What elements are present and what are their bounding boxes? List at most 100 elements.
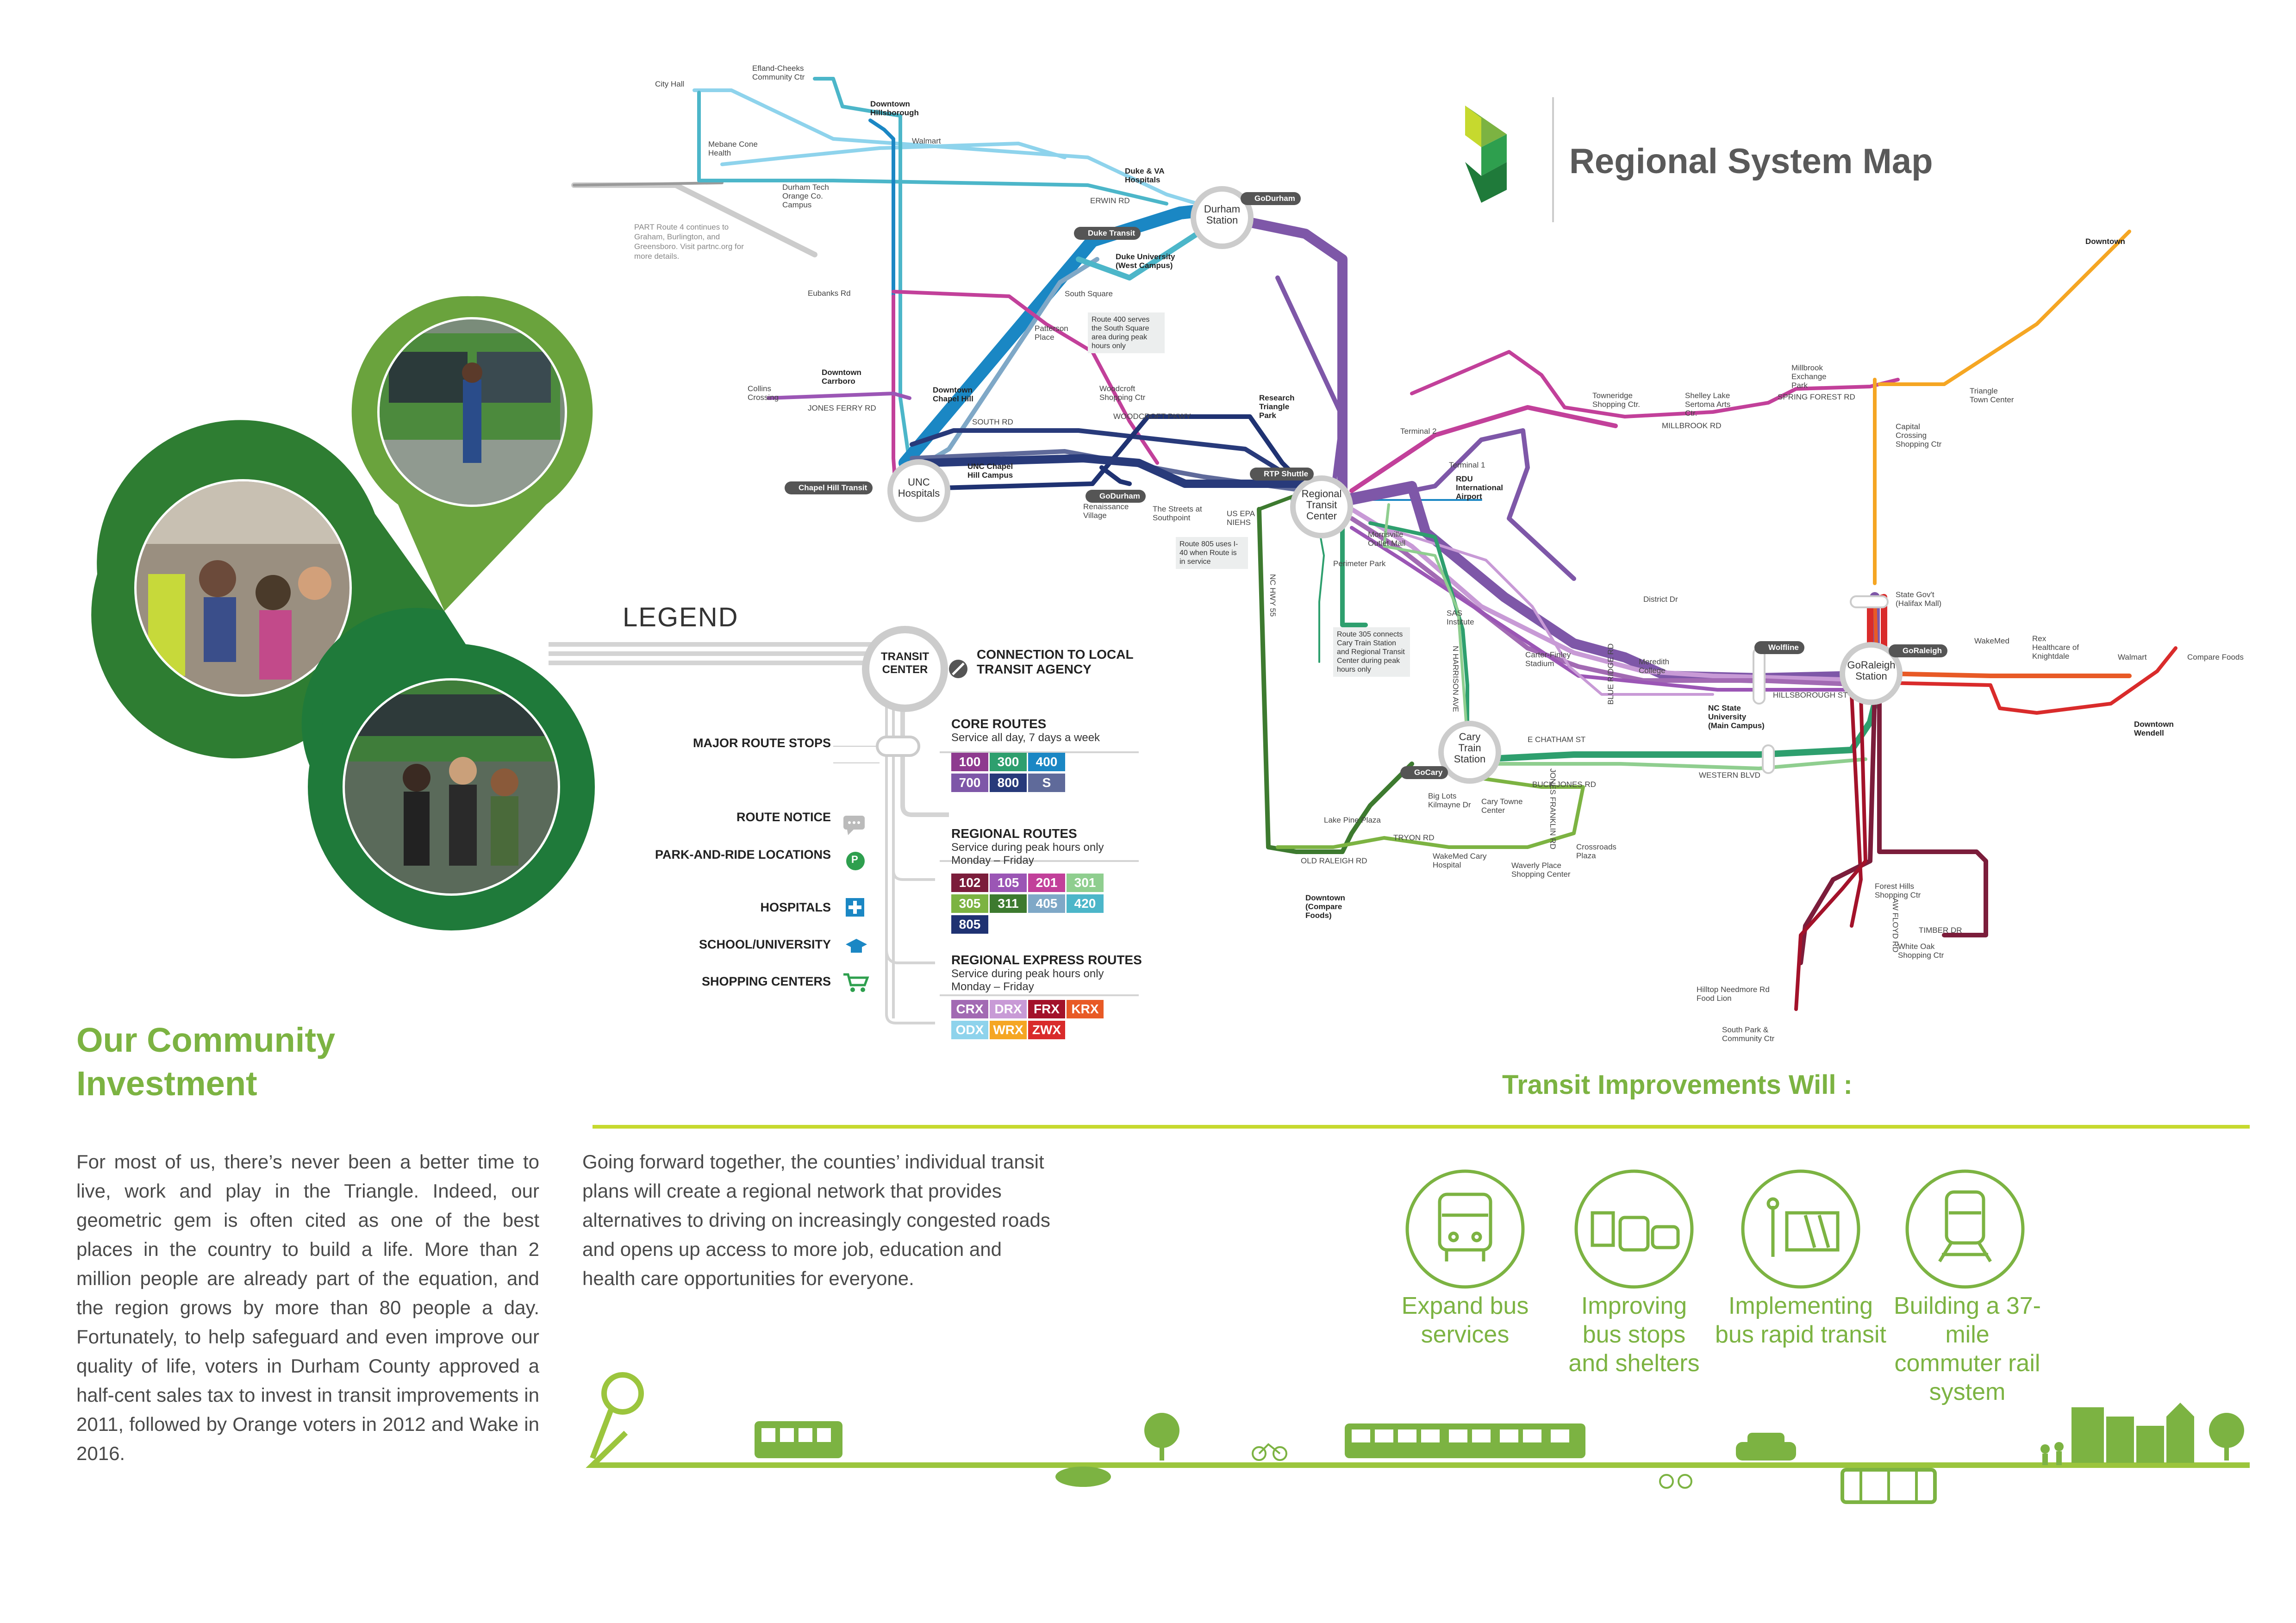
legend-park-ride-label: PARK-AND-RIDE LOCATIONS — [655, 848, 831, 861]
route-badge-odx: ODX — [951, 1021, 988, 1039]
agency-chapel-hill-transit: Chapel Hill Transit — [785, 481, 873, 494]
map-label: Downtown Hillsborough — [870, 100, 919, 117]
improvement-expand-bus: Expand bus services — [1401, 1292, 1529, 1348]
agency-wolfline: Wolfline — [1754, 641, 1804, 654]
cary-train-station-label: Cary Train Station — [1454, 731, 1486, 765]
legend-express-routes: REGIONAL EXPRESS ROUTES Service during p… — [951, 953, 1146, 1042]
map-label: Duke University (West Campus) — [1116, 252, 1175, 270]
map-label: Meredith College — [1639, 657, 1670, 675]
agency-goraleigh: GoRaleigh — [1889, 644, 1948, 657]
map-label: ERWIN RD — [1090, 196, 1130, 205]
route-badge-700: 700 — [951, 774, 988, 792]
legend-connection-label: CONNECTION TO LOCAL TRANSIT AGENCY — [977, 647, 1134, 676]
map-label: State Gov't (Halifax Mall) — [1896, 590, 1942, 608]
route-badge-805: 805 — [951, 915, 988, 934]
map-label: BLUE RIDGE RD — [1606, 643, 1615, 705]
regional-routes-title: REGIONAL ROUTES — [951, 826, 1077, 841]
improvement-icons — [1405, 1169, 2025, 1289]
community-paragraph-2: Going forward together, the counties’ in… — [582, 1151, 1050, 1289]
map-label: Collins Crossing — [748, 384, 779, 402]
express-routes-title: REGIONAL EXPRESS ROUTES — [951, 953, 1142, 967]
regional-routes-sub2: Monday – Friday — [951, 854, 1034, 867]
map-label: Triangle Town Center — [1970, 387, 2014, 404]
community-heading-line1: Our Community — [76, 1021, 336, 1059]
core-routes-title: CORE ROUTES — [951, 717, 1047, 731]
map-label: The Streets at Southpoint — [1153, 505, 1202, 522]
map-label: WakeMed — [1974, 637, 2009, 645]
map-label: SOUTH RD — [972, 418, 1013, 426]
legend-title: LEGEND — [623, 602, 739, 632]
map-label: Compare Foods — [2187, 653, 2244, 662]
map-label: Eubanks Rd — [808, 289, 851, 298]
map-label: Terminal 2 — [1400, 427, 1437, 436]
route-badge-800: 800 — [990, 774, 1027, 792]
route-badge-krx: KRX — [1067, 1000, 1104, 1018]
map-label: Duke & VA Hospitals — [1125, 167, 1165, 184]
map-label: JONES FERRY RD — [808, 404, 876, 412]
map-label: WESTERN BLVD — [1699, 771, 1760, 780]
legend-park-ride-icon: P — [851, 854, 858, 865]
legend-regional-routes: REGIONAL ROUTES Service during peak hour… — [951, 826, 1146, 936]
legend-transit-center-label: TRANSIT CENTER — [881, 650, 929, 676]
map-label: Hilltop Needmore Rd Food Lion — [1697, 985, 1770, 1003]
map-label: E CHATHAM ST — [1528, 735, 1586, 744]
route-badge-frx: FRX — [1028, 1000, 1065, 1018]
route-badge-201: 201 — [1028, 874, 1065, 892]
route-badge-zwx: ZWX — [1028, 1021, 1065, 1039]
regional-transit-center-label: Regional Transit Center — [1301, 488, 1342, 522]
map-label: White Oak Shopping Ctr — [1898, 942, 1944, 960]
agency-rtp-shuttle: RTP Shuttle — [1250, 468, 1314, 481]
map-label: Efland-Cheeks Community Ctr — [752, 64, 805, 81]
map-label: Mebane Cone Health — [708, 140, 758, 157]
legend-hospitals-label: HOSPITALS — [760, 900, 831, 914]
improvement-bus-stops: Improving bus stops and shelters — [1568, 1292, 1700, 1377]
legend-school-label: SCHOOL/UNIVERSITY — [699, 937, 831, 951]
route-badge-405: 405 — [1028, 894, 1065, 913]
route-badge-102: 102 — [951, 874, 988, 892]
community-paragraph-1: For most of us, there’s never been a bet… — [76, 1151, 539, 1464]
community-heading-line2: Investment — [76, 1064, 257, 1103]
map-label: Renaissance Village — [1083, 502, 1129, 520]
durham-station-label: Durham Station — [1204, 203, 1241, 226]
map-label: N HARRISON AVE — [1451, 646, 1460, 712]
route-badge-311: 311 — [990, 894, 1027, 913]
map-label: Waverly Place Shopping Center — [1511, 861, 1571, 879]
route-badge-420: 420 — [1067, 894, 1104, 913]
map-label: South Square — [1065, 289, 1113, 298]
map-label: Walmart — [2118, 653, 2147, 662]
photo-pins — [91, 296, 595, 930]
map-label: Research Triangle Park — [1259, 393, 1295, 420]
map-label: Morrisville Outlet Mall — [1368, 530, 1406, 548]
agency-duke-transit: Duke Transit — [1074, 227, 1141, 240]
map-label: Downtown — [2085, 237, 2125, 246]
legend-shopping-label: SHOPPING CENTERS — [701, 974, 831, 988]
regional-transit-logo — [1465, 97, 1554, 222]
map-label: TIMBER DR — [1919, 926, 1962, 935]
page-title: Regional System Map — [1569, 142, 1933, 181]
map-label: RDU International Airport — [1456, 474, 1504, 501]
route-badge-s: S — [1028, 774, 1065, 792]
express-routes-sub: Service during peak hours only — [951, 968, 1104, 980]
route-badge-100: 100 — [951, 753, 988, 771]
unc-hospitals-label: UNC Hospitals — [898, 476, 940, 499]
map-label: MILLBROOK RD — [1662, 421, 1722, 430]
map-label: SAS Institute — [1447, 609, 1474, 626]
improvements-heading: Transit Improvements Will : — [1502, 1070, 1853, 1100]
map-label: Patterson Place — [1035, 324, 1068, 342]
core-routes-sub: Service all day, 7 days a week — [951, 731, 1100, 744]
map-label: Downtown Carrboro — [822, 368, 861, 386]
route-badge-300: 300 — [990, 753, 1027, 771]
map-label: Walmart — [912, 137, 941, 145]
transit-network — [571, 77, 2177, 1011]
map-label: Towneridge Shopping Ctr. — [1592, 391, 1641, 409]
map-label: US EPA NIEHS — [1227, 509, 1255, 527]
map-label: Crossroads Plaza — [1576, 843, 1616, 860]
map-label: Rex Healthcare of Knightdale — [2032, 634, 2079, 661]
improvement-brt: Implementing bus rapid transit — [1715, 1292, 1886, 1348]
route-badge-105: 105 — [990, 874, 1027, 892]
map-label: SPRING FOREST RD — [1778, 393, 1855, 401]
route-note-part: PART Route 4 continues to Graham, Burlin… — [634, 223, 744, 261]
